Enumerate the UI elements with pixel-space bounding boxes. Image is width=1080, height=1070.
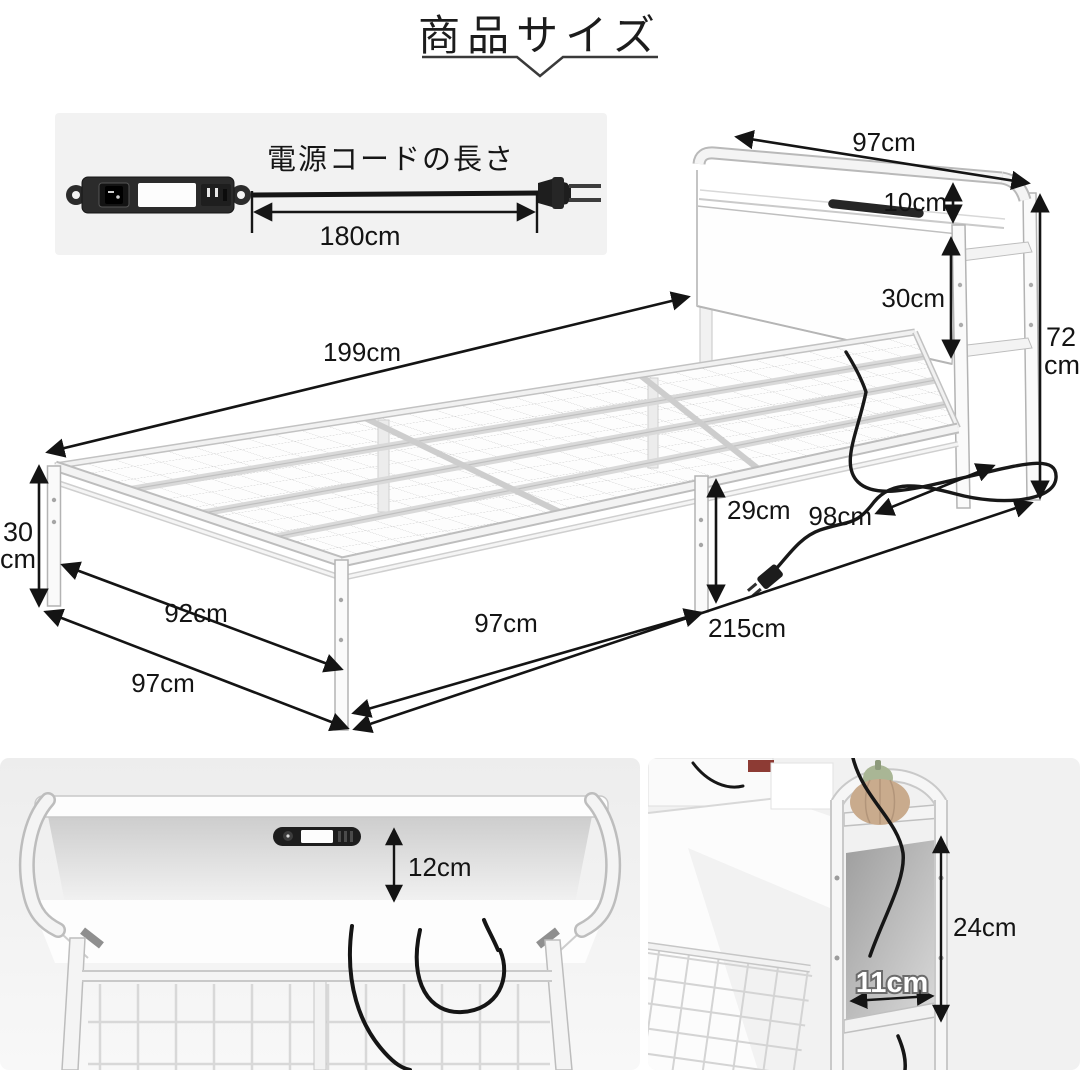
photo-mesh — [82, 970, 552, 1070]
photo-headboard-storage: 12cm — [0, 758, 640, 1070]
power-plug — [538, 177, 601, 209]
side-cable — [691, 758, 907, 1070]
dim-shelf-depth-arrow — [849, 987, 935, 1010]
dim-total-height: 72 cm — [1044, 322, 1080, 380]
dim-length: 199cm — [323, 337, 401, 367]
page-title: 商品サイズ — [418, 12, 662, 59]
power-strip-illustration — [66, 176, 251, 214]
headboard-outlet-bar — [828, 199, 924, 218]
dim-foot-outer-width: 97cm — [131, 668, 195, 698]
headboard-trough — [18, 792, 622, 963]
outlet-device — [273, 827, 361, 846]
dim-slot-height: 10cm — [883, 187, 947, 217]
svg-text:cm: cm — [1044, 350, 1080, 380]
svg-text:72: 72 — [1046, 322, 1076, 352]
side-mesh — [648, 941, 813, 1070]
dim-head-outer-width: 98cm — [808, 501, 872, 531]
dim-top-width: 97cm — [852, 127, 916, 157]
svg-text:30: 30 — [3, 517, 33, 547]
title-underline-chevron — [422, 55, 658, 78]
dim-shelf-height: 24cm — [953, 912, 1017, 942]
svg-text:cm: cm — [0, 544, 36, 574]
dim-leg-height: 30 cm — [0, 517, 36, 574]
dimension-lines — [29, 129, 1050, 733]
cord-length-value: 180cm — [319, 221, 400, 251]
cord-length-label: 電源コードの長さ — [267, 143, 515, 176]
dim-front-width: 97cm — [474, 608, 538, 638]
cord-curls — [347, 918, 507, 1070]
shelf-white-box — [770, 762, 834, 810]
cable-plug — [746, 564, 783, 598]
dim-inner-height: 12cm — [408, 852, 472, 882]
power-cord-panel: 電源コードの長さ — [55, 113, 607, 255]
dim-total-length: 215cm — [708, 613, 786, 643]
dim-inner-width: 92cm — [164, 598, 228, 628]
power-cord-line — [250, 190, 541, 198]
pumpkin-decor — [850, 760, 910, 825]
dim-shelf-depth: 11cm — [856, 967, 929, 999]
photo-side-shelf: 24cm 11cm — [648, 758, 1080, 1070]
cord-length-dimension — [250, 191, 539, 233]
dim-clearance: 29cm — [727, 495, 791, 525]
dim-panel-height: 30cm — [881, 283, 945, 313]
